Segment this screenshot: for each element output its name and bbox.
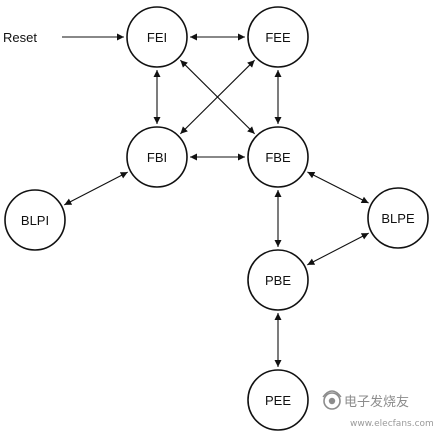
transition-arrow: [307, 232, 369, 266]
transition-fbe-blpe: [307, 171, 369, 204]
state-node-fbe: FBE: [247, 126, 309, 188]
watermark-logo-icon: [322, 390, 342, 410]
state-node-pee: PEE: [247, 369, 309, 431]
reset-label: Reset: [3, 30, 37, 45]
transition-fbi-blpi: [64, 171, 128, 206]
watermark: 电子发烧友 www.elecfans.com: [322, 390, 433, 429]
state-label: PBE: [265, 273, 291, 288]
transition-blpe-pbe: [307, 232, 369, 266]
reset-entry: Reset: [3, 30, 124, 45]
state-circle: [4, 189, 66, 251]
state-circle: [247, 369, 309, 431]
state-node-fbi: FBI: [126, 126, 188, 188]
state-label: PEE: [265, 393, 291, 408]
state-circle: [126, 126, 188, 188]
state-node-blpe: BLPE: [367, 187, 429, 249]
state-node-fee: FEE: [247, 6, 309, 68]
state-label: BLPI: [21, 213, 49, 228]
state-node-fei: FEI: [126, 6, 188, 68]
transition-fee-fbi: [180, 59, 255, 135]
state-label: FBE: [265, 150, 291, 165]
transition-arrow: [307, 171, 369, 204]
states: FEI FEE FBI FBE BLPI BLPE PBE PEE: [4, 6, 429, 431]
state-node-blpi: BLPI: [4, 189, 66, 251]
state-node-pbe: PBE: [247, 249, 309, 311]
transition-arrow: [64, 171, 128, 206]
state-circle: [367, 187, 429, 249]
transition-arrow: [180, 59, 255, 135]
watermark-text: 电子发烧友: [344, 394, 409, 410]
transitions: [64, 33, 369, 367]
state-label: FEI: [147, 30, 167, 45]
watermark-url: www.elecfans.com: [350, 419, 433, 429]
state-label: BLPE: [381, 211, 415, 226]
state-circle: [126, 6, 188, 68]
state-label: FBI: [147, 150, 167, 165]
state-circle: [247, 249, 309, 311]
state-label: FEE: [265, 30, 291, 45]
state-circle: [247, 126, 309, 188]
state-circle: [247, 6, 309, 68]
